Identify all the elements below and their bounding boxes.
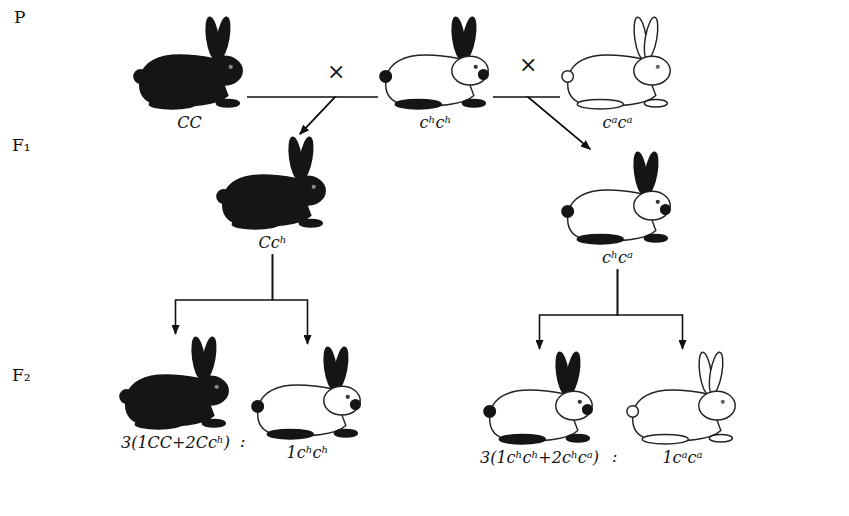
generation-label: F₂ [12,366,31,385]
genotype-label: Ccʰ [215,233,330,252]
rabbit-figure: cʰcᵃ [560,150,675,267]
cross-arrow [493,97,590,149]
cross-arrow [300,97,378,134]
genotype-label: 1cᵃcᵃ [625,448,740,467]
rabbit-illustration [134,16,242,109]
genotype-label: cʰcᵃ [560,248,675,267]
ratio-colon: : [240,433,245,451]
cross-arrow [540,269,618,349]
cross-arrow [273,254,308,344]
rabbit-figure: 1cʰcʰ [250,345,365,462]
ratio-colon: : [612,448,617,466]
generation-label: P [14,8,25,27]
genotype-label: cᵃcᵃ [560,113,675,132]
rabbit-figure: cᵃcᵃ [560,15,675,132]
cross-arrow [176,254,273,334]
genotype-label: CC [132,113,247,132]
genotype-label: cʰcʰ [378,113,493,132]
rabbit-illustration [627,351,735,444]
rabbit-figure: 3(1CC+2Ccʰ) [116,335,236,452]
rabbit-figure: 3(1cʰcʰ+2cʰcᵃ) [475,350,605,467]
rabbit-illustration [252,346,360,439]
rabbit-illustration [217,136,325,229]
rabbit-illustration [484,351,592,444]
genotype-label: 1cʰcʰ [250,443,365,462]
rabbit-illustration [562,16,670,109]
generation-label: F₁ [12,136,31,155]
genotype-label: 3(1cʰcʰ+2cʰcᵃ) [475,448,605,467]
rabbit-illustration [380,16,488,109]
cross-sign: × [327,60,345,84]
rabbit-figure: Ccʰ [215,135,330,252]
rabbit-illustration [562,151,670,244]
rabbit-figure: cʰcʰ [378,15,493,132]
rabbit-illustration [120,336,228,429]
genotype-label: 3(1CC+2Ccʰ) [116,433,236,452]
cross-arrow [528,97,590,149]
cross-sign: × [519,53,537,77]
rabbit-figure: CC [132,15,247,132]
rabbit-figure: 1cᵃcᵃ [625,350,740,467]
cross-arrow [247,97,335,134]
cross-arrow [618,269,683,349]
